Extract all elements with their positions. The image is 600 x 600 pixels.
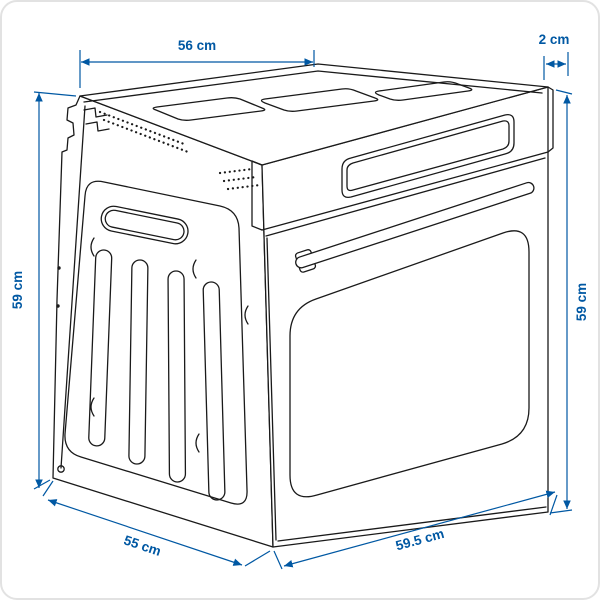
stamping-arc-marks xyxy=(90,237,249,453)
back-edge-inner-line xyxy=(60,105,86,469)
top-face-details xyxy=(83,70,543,121)
control-panel-right-cap xyxy=(547,86,554,153)
control-panel-bottom-edge xyxy=(261,151,549,231)
dimension-top-width: 56 cm xyxy=(79,38,315,88)
oven-door-window xyxy=(289,230,530,498)
handle-bar xyxy=(295,181,535,269)
dimension-label-right-height: 59 cm xyxy=(574,283,589,321)
control-panel-display xyxy=(341,114,515,198)
control-panel-left-cap xyxy=(251,160,263,231)
back-edge-screw-2 xyxy=(56,304,60,308)
side-panel-embossing xyxy=(56,105,262,505)
door-left-edge-line xyxy=(266,237,277,541)
dimension-label-top-width: 56 cm xyxy=(178,38,216,53)
oven-control-panel xyxy=(251,86,554,237)
dimension-right-height: 59 cm xyxy=(549,89,589,514)
mount-notch-1 xyxy=(83,107,108,118)
control-panel-display-inner xyxy=(346,120,510,192)
side-panel-handle-cutout xyxy=(100,205,189,245)
top-back-edge-line xyxy=(83,70,543,103)
bottom-corner-hole xyxy=(57,465,65,473)
back-edge-screw-1 xyxy=(57,266,61,270)
oven-left-panel xyxy=(52,95,274,548)
mount-notch-2 xyxy=(85,121,110,132)
control-panel-step-line xyxy=(265,157,546,237)
dimension-left-height: 59 cm xyxy=(10,91,77,490)
dimension-label-left-height: 59 cm xyxy=(10,271,25,309)
vent-hole-dots xyxy=(98,110,262,191)
dimension-control-panel-depth: 2 cm xyxy=(539,32,570,80)
top-vent-openings xyxy=(152,81,473,121)
oven-front-face xyxy=(261,86,549,548)
dimension-label-control-panel-depth: 2 cm xyxy=(539,32,570,47)
oven-illustration xyxy=(52,63,554,548)
oven-door-handle xyxy=(294,181,535,273)
